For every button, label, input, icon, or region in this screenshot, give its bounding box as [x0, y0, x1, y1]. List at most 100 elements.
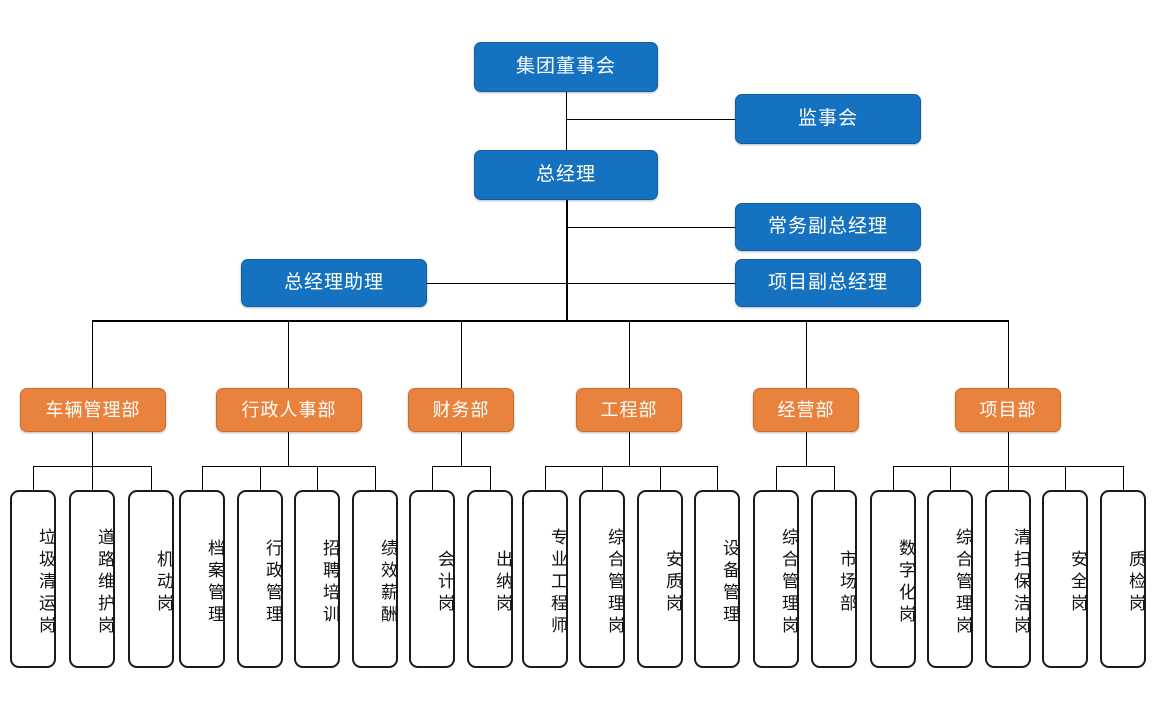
connector-dept4-child-1 [545, 466, 546, 490]
department-engineering[interactable]: 工程部 [576, 388, 682, 432]
position-box[interactable]: 垃圾清运岗 [10, 490, 56, 668]
position-box[interactable]: 质检岗 [1100, 490, 1146, 668]
connector-dept4-child-4 [717, 466, 718, 490]
connector-bar-to-dept-2 [288, 320, 289, 388]
node-board-label: 集团董事会 [515, 56, 616, 78]
connector-dept2-child-2 [260, 466, 261, 490]
connector-gm-stem-to-supervisory [566, 119, 735, 120]
subbar-dept3 [432, 466, 490, 467]
department-vehicle-management[interactable]: 车辆管理部 [20, 388, 166, 432]
position-box[interactable]: 综合管理岗 [579, 490, 625, 668]
connector-gm-main-stem [566, 200, 568, 321]
connector-dept1-child-1 [33, 466, 34, 490]
connector-dept2-child-1 [202, 466, 203, 490]
position-box[interactable]: 档案管理 [179, 490, 225, 668]
position-box[interactable]: 市场部 [811, 490, 857, 668]
node-board[interactable]: 集团董事会 [474, 42, 658, 92]
position-label: 清扫保洁岗 [1010, 528, 1030, 638]
position-label: 出纳岗 [492, 550, 512, 616]
connector-dept4-drop [629, 432, 630, 466]
position-label: 综合管理岗 [604, 528, 624, 638]
subbar-dept5 [776, 466, 834, 467]
position-label: 会计岗 [434, 550, 454, 616]
connector-dept2-child-3 [317, 466, 318, 490]
department-label: 行政人事部 [241, 399, 337, 420]
connector-dept6-drop [1008, 432, 1009, 466]
connector-bar-to-dept-6 [1008, 320, 1009, 388]
connector-dept5-child-2 [834, 466, 835, 490]
department-operations[interactable]: 经营部 [753, 388, 859, 432]
connector-bar-to-dept-3 [461, 320, 462, 388]
connector-bar-to-dept-5 [806, 320, 807, 388]
node-supervisory-board[interactable]: 监事会 [735, 94, 921, 144]
connector-dept5-drop [806, 432, 807, 466]
position-box[interactable]: 道路维护岗 [69, 490, 115, 668]
position-box[interactable]: 清扫保洁岗 [985, 490, 1031, 668]
connector-dept6-child-4 [1065, 466, 1066, 490]
connector-stem-to-project-deputy [566, 283, 735, 284]
subbar-dept2 [202, 466, 375, 467]
node-executive-deputy-gm[interactable]: 常务副总经理 [735, 203, 921, 251]
position-box[interactable]: 数字化岗 [870, 490, 916, 668]
connector-board-to-gm [566, 92, 567, 150]
department-admin-hr[interactable]: 行政人事部 [216, 388, 362, 432]
node-gm-assistant[interactable]: 总经理助理 [241, 259, 427, 307]
position-box[interactable]: 绩效薪酬 [352, 490, 398, 668]
position-label: 垃圾清运岗 [35, 528, 55, 638]
node-project-deputy-gm-label: 项目副总经理 [767, 272, 888, 294]
department-label: 工程部 [600, 399, 658, 420]
connector-dept1-drop [92, 432, 93, 466]
subbar-dept4 [545, 466, 717, 467]
connector-dept1-child-2 [92, 466, 93, 490]
position-label: 绩效薪酬 [377, 539, 397, 627]
position-box[interactable]: 安质岗 [637, 490, 683, 668]
connector-dept6-child-1 [893, 466, 894, 490]
connector-dept5-child-1 [776, 466, 777, 490]
connector-dept4-child-2 [602, 466, 603, 490]
position-label: 数字化岗 [895, 539, 915, 627]
position-box[interactable]: 出纳岗 [467, 490, 513, 668]
position-label: 档案管理 [204, 539, 224, 627]
position-label: 质检岗 [1125, 550, 1145, 616]
position-box[interactable]: 机动岗 [128, 490, 174, 668]
position-box[interactable]: 安全岗 [1042, 490, 1088, 668]
position-box[interactable]: 招聘培训 [294, 490, 340, 668]
department-label: 车辆管理部 [45, 399, 141, 420]
position-box[interactable]: 专业工程师 [522, 490, 568, 668]
connector-dept3-child-2 [490, 466, 491, 490]
department-distribution-bar [92, 320, 1009, 322]
position-box[interactable]: 会计岗 [409, 490, 455, 668]
node-project-deputy-gm[interactable]: 项目副总经理 [735, 259, 921, 307]
department-finance[interactable]: 财务部 [408, 388, 514, 432]
position-label: 综合管理岗 [778, 528, 798, 638]
department-label: 经营部 [777, 399, 835, 420]
node-supervisory-board-label: 监事会 [797, 108, 858, 130]
position-label: 综合管理岗 [952, 528, 972, 638]
position-label: 专业工程师 [547, 528, 567, 638]
position-box[interactable]: 综合管理岗 [927, 490, 973, 668]
position-label: 市场部 [836, 550, 856, 616]
department-project[interactable]: 项目部 [955, 388, 1061, 432]
position-box[interactable]: 行政管理 [237, 490, 283, 668]
connector-dept2-child-4 [375, 466, 376, 490]
node-executive-deputy-gm-label: 常务副总经理 [767, 216, 888, 238]
connector-dept3-drop [461, 432, 462, 466]
connector-dept2-drop [288, 432, 289, 466]
connector-dept6-child-3 [1008, 466, 1009, 490]
department-label: 项目部 [979, 399, 1037, 420]
connector-dept3-child-1 [432, 466, 433, 490]
position-box[interactable]: 设备管理 [694, 490, 740, 668]
connector-stem-to-executive-deputy [566, 227, 735, 228]
connector-bar-to-dept-1 [92, 320, 93, 388]
position-box[interactable]: 综合管理岗 [753, 490, 799, 668]
position-label: 安全岗 [1067, 550, 1087, 616]
node-general-manager[interactable]: 总经理 [474, 150, 658, 200]
position-label: 机动岗 [153, 550, 173, 616]
node-general-manager-label: 总经理 [535, 164, 596, 186]
position-label: 招聘培训 [319, 539, 339, 627]
connector-dept4-child-3 [660, 466, 661, 490]
position-label: 行政管理 [262, 539, 282, 627]
node-gm-assistant-label: 总经理助理 [283, 272, 384, 294]
connector-dept6-child-5 [1123, 466, 1124, 490]
connector-bar-to-dept-4 [629, 320, 630, 388]
